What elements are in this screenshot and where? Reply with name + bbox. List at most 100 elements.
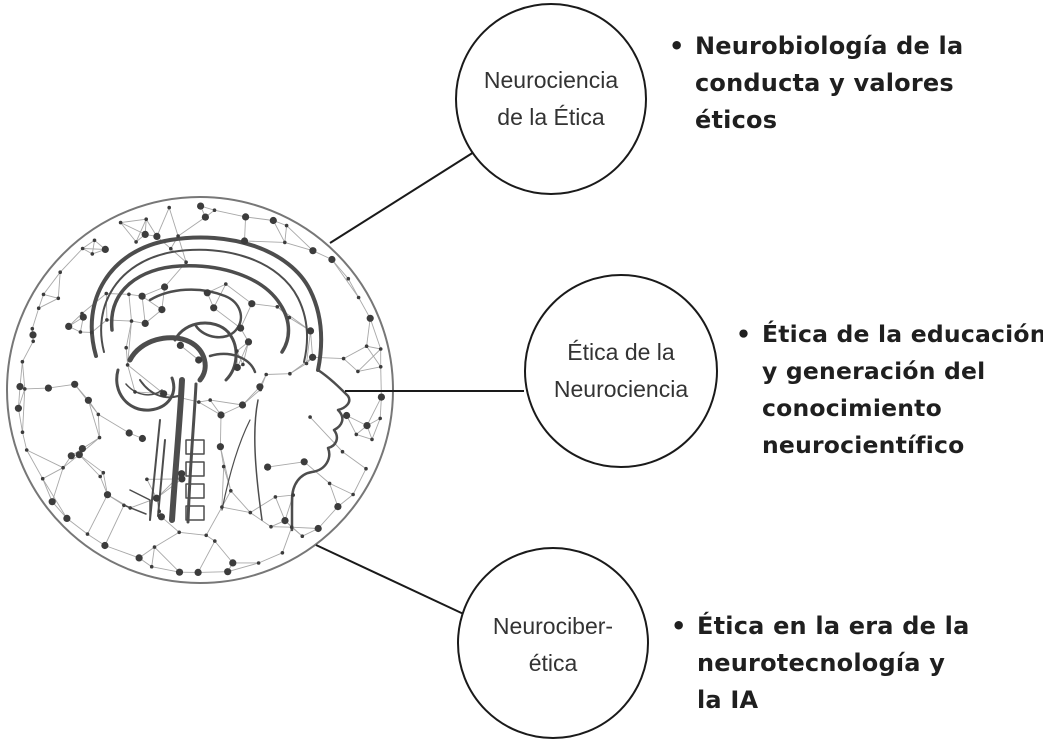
network-edge xyxy=(91,319,108,333)
network-node xyxy=(20,430,25,435)
network-node xyxy=(101,541,109,550)
network-node xyxy=(103,491,112,499)
topic-label-line: de la Ética xyxy=(497,104,605,130)
network-edge xyxy=(51,501,68,519)
network-edge xyxy=(369,318,382,350)
network-node xyxy=(157,509,161,514)
network-node xyxy=(90,252,95,256)
network-node xyxy=(273,495,278,499)
bullet-dot: • xyxy=(736,320,752,348)
network-node xyxy=(65,322,73,330)
network-node xyxy=(105,318,109,322)
network-node xyxy=(334,503,342,511)
topic-label-line: Ética de la xyxy=(567,339,675,365)
network-node xyxy=(248,300,256,308)
network-edge xyxy=(42,467,64,480)
network-node xyxy=(284,223,289,228)
network-node xyxy=(256,561,261,565)
network-edge xyxy=(317,506,339,529)
network-edge xyxy=(135,219,147,243)
network-edge xyxy=(346,415,368,427)
network-edge xyxy=(270,526,292,528)
network-node xyxy=(101,245,109,253)
network-node xyxy=(229,489,233,493)
network-node xyxy=(201,213,209,221)
network-node xyxy=(281,517,289,525)
network-edge xyxy=(267,461,305,468)
network-node xyxy=(275,305,280,309)
network-edge xyxy=(343,358,359,372)
network-edge xyxy=(205,506,223,536)
network-node xyxy=(378,365,383,369)
network-edge xyxy=(242,341,249,365)
network-node xyxy=(378,347,383,351)
network-node xyxy=(364,344,369,349)
network-edge xyxy=(357,348,382,372)
network-node xyxy=(370,437,374,442)
network-edge xyxy=(120,222,137,243)
network-edge xyxy=(347,278,359,298)
network-node xyxy=(269,524,273,529)
network-edge xyxy=(151,547,155,567)
topic-label-line: Neurociencia xyxy=(483,67,619,93)
network-edge xyxy=(306,330,311,364)
network-edge xyxy=(272,220,286,243)
bullet-line: Neurobiología de la xyxy=(695,32,964,60)
brain-head-icon xyxy=(89,235,351,532)
topic-label-line: ética xyxy=(528,650,578,676)
network-edge xyxy=(141,296,146,324)
network-edge xyxy=(198,401,222,416)
network-node xyxy=(213,539,217,543)
bullet-dot: • xyxy=(669,32,685,60)
network-node xyxy=(175,568,184,576)
network-edge xyxy=(31,308,40,329)
network-edge xyxy=(104,505,125,546)
network-node xyxy=(141,230,149,238)
network-edge xyxy=(197,540,216,573)
network-node xyxy=(203,289,211,297)
network-node xyxy=(138,292,146,300)
network-node xyxy=(36,306,41,311)
network-node xyxy=(157,513,165,521)
connector-line-top xyxy=(329,151,475,244)
network-node xyxy=(71,380,79,388)
bullet-line: conocimiento xyxy=(762,394,942,422)
network-node xyxy=(289,525,294,529)
network-edge xyxy=(284,241,314,252)
topic-circle-neurociencia-etica xyxy=(455,3,647,195)
network-edge xyxy=(310,330,314,358)
network-node xyxy=(129,319,134,323)
network-edge xyxy=(343,345,367,359)
network-edge xyxy=(329,482,354,495)
network-edge xyxy=(128,294,132,322)
network-edge xyxy=(245,216,274,221)
network-edge xyxy=(352,468,367,495)
network-edge xyxy=(342,451,367,470)
network-edge xyxy=(289,356,313,375)
network-edge xyxy=(42,478,53,502)
bullet-etica-neurociencia: • Ética de la educación y generación del… xyxy=(736,316,1043,464)
network-edge xyxy=(59,248,83,273)
network-edge xyxy=(274,496,286,521)
network-node xyxy=(237,324,245,332)
network-edge xyxy=(244,216,247,242)
network-edge xyxy=(127,321,132,365)
network-node xyxy=(98,474,102,479)
network-node xyxy=(195,356,203,364)
network-edge xyxy=(26,449,44,479)
network-node xyxy=(85,532,90,536)
network-edge xyxy=(227,562,259,573)
network-edge xyxy=(303,461,330,484)
network-node xyxy=(48,498,56,506)
network-node xyxy=(144,217,148,221)
network-node xyxy=(96,412,101,417)
network-node xyxy=(84,396,92,404)
network-edge xyxy=(151,566,180,573)
network-node xyxy=(309,353,317,361)
network-node xyxy=(210,304,218,312)
network-edge xyxy=(179,531,207,536)
network-edge xyxy=(154,546,180,573)
bullet-line: neurocientífico xyxy=(762,431,965,459)
network-node xyxy=(20,359,25,364)
network-edge xyxy=(144,309,163,324)
